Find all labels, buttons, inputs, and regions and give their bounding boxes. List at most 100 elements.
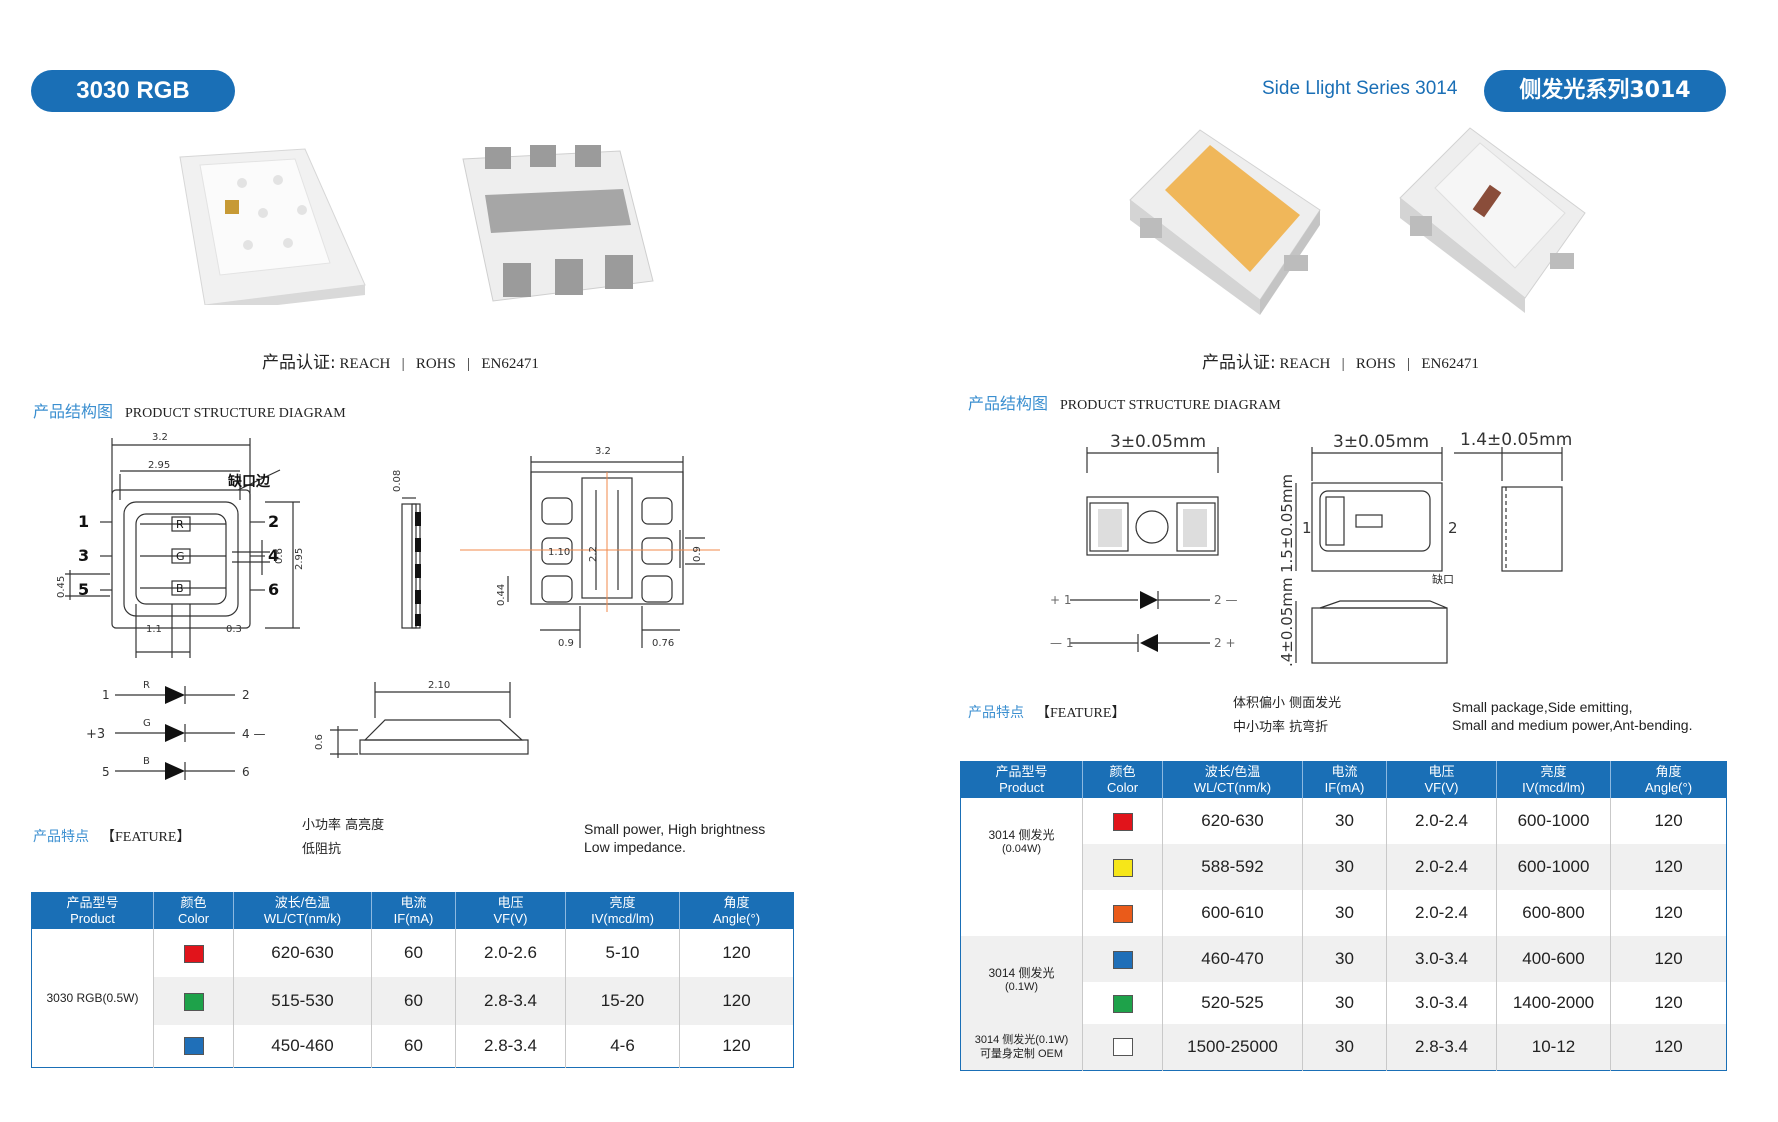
notch-label-3014: 缺口	[1432, 572, 1454, 586]
color-swatch	[1112, 858, 1133, 877]
wl-cell: 588-592	[1162, 844, 1303, 890]
iv-cell: 4-6	[565, 1025, 680, 1067]
color-cell	[1082, 982, 1163, 1024]
if-cell: 30	[1302, 890, 1387, 936]
dim-h-2-95: 2.95	[294, 548, 305, 570]
pin-6-label: 6	[268, 580, 279, 599]
if-cell: 60	[371, 977, 456, 1025]
color-swatch	[1112, 1038, 1133, 1057]
table-row: 600-610 30 2.0-2.4 600-800 120	[961, 890, 1727, 936]
sch-pin-5: 5	[102, 765, 110, 779]
pin-1-label-3014: 1	[1302, 519, 1312, 537]
angle-cell: 120	[722, 1035, 751, 1055]
iv-cell: 600-1000	[1496, 798, 1611, 844]
dim-3014-depth: 1.4±0.05mm	[1460, 430, 1572, 450]
vf-cell: 2.0-2.4	[1386, 844, 1497, 890]
product-badge-3014: 侧发光系列3014	[1484, 70, 1726, 112]
dim-0-45: 0.45	[56, 576, 67, 598]
sch-pin-3: +3	[86, 727, 105, 742]
dim-2-10: 2.10	[428, 680, 450, 691]
iv-cell: 10-12	[1496, 1024, 1611, 1070]
dim-c-0-6: 0.6	[314, 734, 325, 750]
pin-4-label: 4	[268, 546, 279, 565]
product-cell: 3014 侧发光(0.1W)	[960, 936, 1083, 1024]
angle-cell: 120	[1654, 993, 1683, 1012]
sch-3014-pin-2a: 2 —	[1214, 593, 1237, 607]
dim-2-2: 2.2	[588, 546, 599, 562]
pin-1-label: 1	[78, 512, 89, 531]
feature-desc-en-right: Small package,Side emitting, Small and m…	[1452, 699, 1693, 733]
vf-cell: 2.8-3.4	[455, 1025, 566, 1067]
dim-0-44: 0.44	[496, 584, 507, 606]
color-cell	[1082, 798, 1163, 844]
structure-diagram-3030: 3.2 2.95 缺口边 1 2 3 4 5 6 R G B 2.95 0.6 …	[56, 432, 720, 780]
angle-cell: 120	[1654, 903, 1683, 922]
if-cell: 30	[1302, 982, 1387, 1024]
vf-cell: 2.0-2.4	[1386, 798, 1497, 844]
product-cell: 3014 侧发光(0.04W)	[960, 798, 1083, 936]
color-cell	[1082, 936, 1163, 982]
dim-3014-height: 1.5±0.05mm	[1278, 474, 1296, 573]
table-row: 3014 侧发光(0.1W) 460-470 30 3.0-3.4 400-60…	[960, 936, 1727, 1024]
table-row: 450-460 60 2.8-3.4 4-6 120	[32, 1025, 794, 1067]
led-3030-photo-bottom	[462, 145, 654, 302]
structure-diagram-3014: 3±0.05mm 3±0.05mm 1.4±0.05mm 1.5±0.05mm …	[1050, 430, 1572, 667]
angle-cell: 120	[1610, 1024, 1727, 1070]
sch-3014-pin-1b: — 1	[1050, 636, 1073, 650]
dim-3014-width-top: 3±0.05mm	[1333, 432, 1429, 452]
led-3014-photo-yellow	[1129, 129, 1321, 315]
angle-cell: 120	[1654, 811, 1683, 830]
dim-0-76: 0.76	[652, 638, 674, 649]
color-cell	[1082, 1024, 1163, 1070]
dim-1-1: 1.1	[146, 624, 162, 635]
chip-b-label: B	[176, 582, 184, 595]
wl-cell: 620-630	[1162, 798, 1303, 844]
dim-1-10: 1.10	[548, 547, 570, 558]
sch-b-label: B	[143, 756, 150, 767]
if-cell: 60	[371, 1025, 456, 1067]
certification-line-right: 产品认证: REACH | ROHS | EN62471	[1202, 353, 1479, 373]
product-cell: 3014 侧发光(0.1W)可量身定制 OEM	[960, 1024, 1083, 1070]
color-swatch	[1112, 812, 1133, 831]
color-swatch	[183, 944, 204, 963]
product-badge-3030: 3030 RGB	[31, 70, 235, 112]
wl-cell: 460-470	[1162, 936, 1303, 982]
vf-cell: 3.0-3.4	[1386, 982, 1497, 1024]
iv-cell: 15-20	[565, 977, 680, 1025]
angle-cell: 120	[679, 977, 794, 1025]
dim-2-95: 2.95	[148, 460, 170, 471]
color-swatch	[183, 992, 204, 1011]
dim-3014-side-height: .4±0.05mm	[1278, 577, 1296, 667]
color-cell	[153, 1025, 234, 1067]
table-row: 588-592 30 2.0-2.4 600-1000 120	[961, 844, 1727, 890]
table-row: 3030 RGB(0.5W) 620-630 60 2.0-2.6 5-10 1…	[31, 929, 794, 1067]
color-cell	[1082, 890, 1163, 936]
chip-g-label: G	[176, 550, 185, 563]
if-cell: 30	[1302, 844, 1387, 890]
if-cell: 30	[1302, 798, 1387, 844]
angle-cell: 120	[1610, 844, 1727, 890]
dim-0-9-bottom: 0.9	[558, 638, 574, 649]
dim-3-2: 3.2	[152, 432, 168, 443]
color-cell	[1082, 844, 1163, 890]
color-swatch	[1112, 904, 1133, 923]
iv-cell: 600-800	[1496, 890, 1611, 936]
feature-desc-en: Small power, High brightness Low impedan…	[584, 821, 766, 855]
dim-0-6: 0.6	[274, 548, 285, 564]
iv-cell: 1400-2000	[1496, 982, 1611, 1024]
feature-desc-cn-right: 体积偏小 侧面发光 中小功率 抗弯折	[1233, 696, 1342, 735]
wl-cell: 520-525	[1162, 982, 1303, 1024]
